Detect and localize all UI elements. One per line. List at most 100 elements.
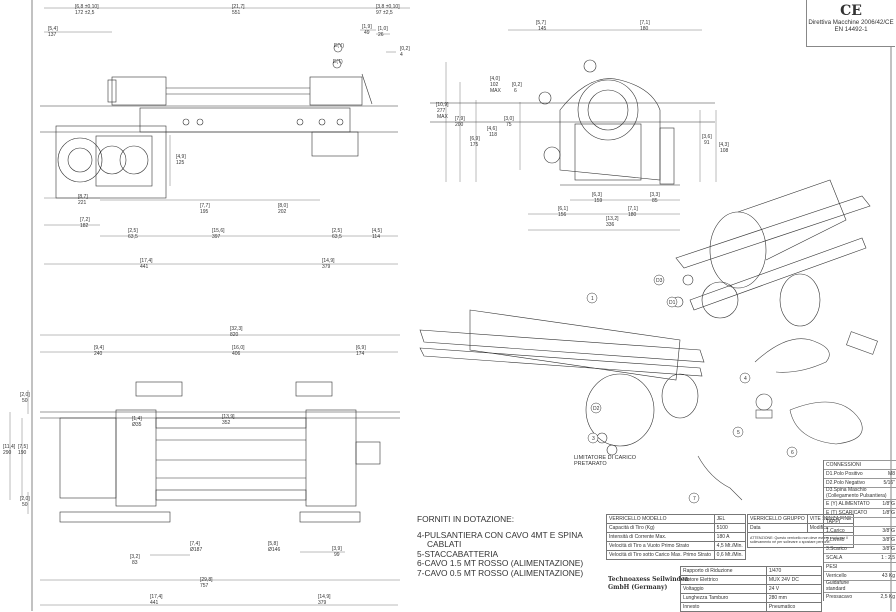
dim-text: 108	[720, 148, 729, 154]
dim-text: [3,6]	[702, 134, 712, 140]
dim-text: [15,6]	[212, 228, 225, 234]
dim-text: [6,1]	[558, 206, 568, 212]
dim-text: MAX	[490, 88, 502, 94]
callout-label: 7	[693, 496, 696, 502]
dim-text: 172 ±2,5	[75, 10, 95, 16]
dim-text: [3,0]	[504, 116, 514, 122]
spec-label: Intensità di Corrente Max.	[606, 532, 715, 542]
conn-value: 1/8"G	[882, 501, 895, 507]
supply-title: FORNITI IN DOTAZIONE:	[417, 514, 515, 524]
dim-text: 49	[364, 30, 370, 36]
conn-label: E (Y) ALIMENTATO	[826, 501, 870, 507]
front-view	[40, 381, 400, 523]
conn-value: 3/8"G	[882, 546, 895, 552]
dim-text: [7,2]	[80, 217, 90, 223]
supply-item: 4-PULSANTIERA CON CAVO 4MT E SPINA	[417, 529, 583, 540]
company-line: GmbH (Germany)	[608, 584, 668, 591]
accessories	[697, 331, 878, 501]
pesi-title: PESI	[824, 562, 896, 571]
dim-text: 63,5	[128, 234, 138, 240]
conn-value: M8	[888, 471, 895, 477]
dim-text: 97 ±2,5	[376, 10, 393, 16]
dim-text: [1,0]	[378, 26, 388, 32]
side-view	[430, 59, 715, 186]
spec-value: 180 A	[713, 532, 747, 542]
iso-view-upper	[672, 179, 871, 327]
supply-item: CABLATI	[427, 539, 462, 550]
iso-view-lower	[419, 309, 705, 456]
callout-label: 5	[737, 430, 740, 436]
dim-text: [7,4]	[190, 541, 200, 547]
dim-text: 277	[437, 108, 446, 114]
dim-text: 91	[704, 140, 710, 146]
dim-text: [3,9]	[332, 546, 342, 552]
conn-value: 1/8"G	[882, 510, 895, 516]
dim-text: [2,5]	[332, 228, 342, 234]
ce-norm: EN 14492-1	[834, 26, 868, 33]
dim-text: 820	[230, 332, 239, 338]
dim-text: 757	[200, 583, 209, 589]
dim-text: [32,3]	[230, 326, 243, 332]
dim-text: 137	[48, 32, 57, 38]
dim-text: 240	[94, 351, 103, 357]
dim-text: 379	[322, 264, 331, 270]
dim-text: 180	[628, 212, 637, 218]
dim-text: 174	[356, 351, 365, 357]
dim-text: Ø35	[132, 422, 142, 428]
dim-text: [11,4]	[3, 444, 16, 450]
dim-text: [4,3]	[719, 142, 729, 148]
table-row: D3.Spina Maschio (Collegamento Pulsantie…	[824, 487, 896, 499]
dim-text: [2,5]	[128, 228, 138, 234]
dim-text: [0,2]	[512, 82, 522, 88]
dim-text: 102	[490, 82, 499, 88]
dim-text: 352	[222, 420, 231, 426]
dim-text: [29,8]	[200, 577, 213, 583]
dim-text: [0,2]	[400, 46, 410, 52]
spec-label: Rapporto di Riduzione	[680, 566, 767, 576]
dim-text: [1,4]	[132, 416, 142, 422]
conn-value: 2,5 Kg	[880, 594, 895, 600]
dim-text: [21,7]	[232, 4, 245, 10]
dim-text: [3,8 ±0,10]	[376, 4, 400, 10]
spec-value: 24 V	[765, 584, 823, 594]
dim-text: 63,5	[332, 234, 342, 240]
spec-value: Pneumatico	[765, 602, 823, 612]
dim-text: 406	[232, 351, 241, 357]
dim-text: 190	[18, 450, 27, 456]
dim-text: [4,0]	[490, 76, 500, 82]
dim-text: 118	[489, 132, 497, 138]
company-name: Technoaxess Seilwinden GmbH (Germany)	[608, 576, 689, 592]
spec-value: 280 mm	[765, 593, 823, 603]
side-view-dimensions: [5,7] 145 [7,1] 180 [4,0] 102 MAX [0,2] …	[436, 20, 729, 228]
spec-label: Voltaggio	[680, 584, 767, 594]
conn-label: 1.Carico	[826, 528, 845, 534]
conn-label: SCALA	[826, 555, 843, 561]
border-frame	[31, 0, 892, 611]
callout-label: 4	[744, 376, 747, 382]
dim-text: [8,0]	[278, 203, 288, 209]
dim-text: [4,6]	[487, 126, 497, 132]
callout-label: D1	[669, 300, 676, 306]
conn-label: Pressacavo	[826, 594, 853, 600]
callout-label: 1	[591, 296, 594, 302]
conn-label: D3.Spina Maschio (Collegamento Pulsantie…	[826, 487, 887, 499]
spec-label: Velocità di Tiro sotto Carico Max. Primo…	[606, 550, 715, 560]
table-row: Pressacavo 2,5 Kg	[824, 592, 896, 601]
dim-text: [6,3]	[592, 192, 602, 198]
spec-value: 5100	[713, 523, 747, 533]
dim-text: 551	[232, 10, 241, 16]
dim-text: [10,9]	[436, 102, 449, 108]
dim-text: [3,3]	[650, 192, 660, 198]
top-view-dimension-lines	[44, 7, 410, 265]
spec-label: VERRICELLO GRUPPO	[747, 514, 808, 524]
